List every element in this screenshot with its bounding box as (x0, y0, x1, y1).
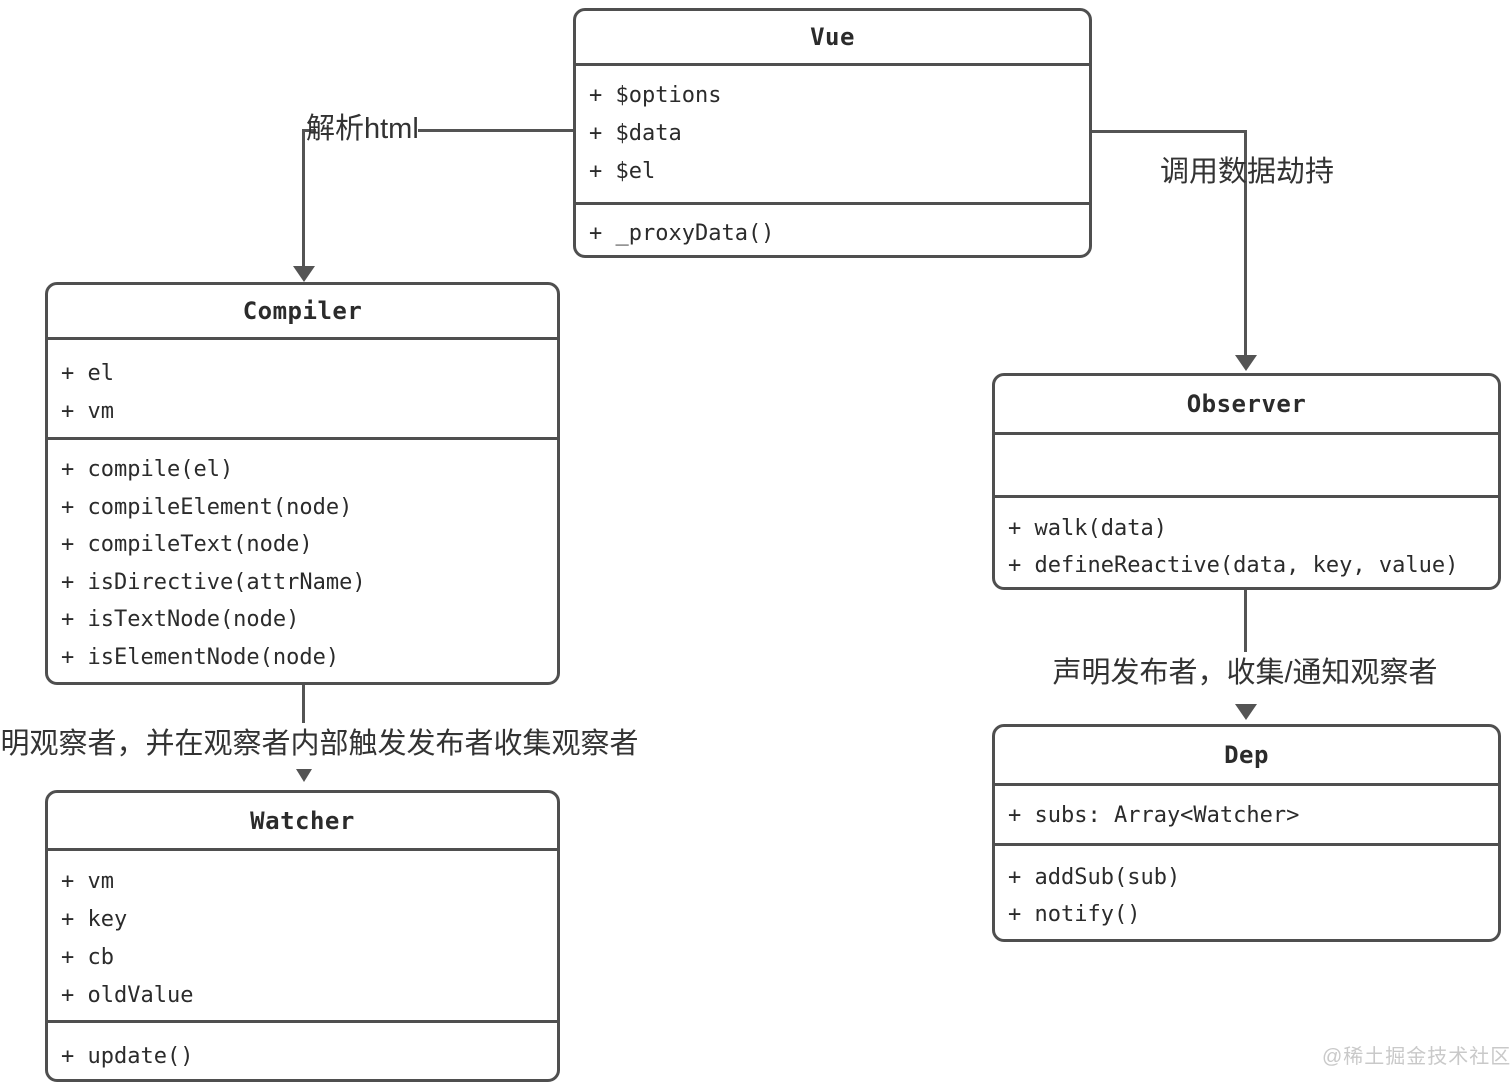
attributes-section: + subs: Array<Watcher> (995, 786, 1498, 846)
edge-label: 声明观察者，并在观察者内部触发发布者收集观察者 (0, 728, 639, 760)
class-attribute: + $el (589, 158, 656, 184)
edge-line (302, 129, 316, 132)
edge-label: 调用数据劫持 (1159, 156, 1335, 188)
class-method: + compileText(node) (61, 532, 313, 558)
arrowhead-down-icon (1235, 355, 1257, 371)
class-attribute: + $options (589, 82, 722, 108)
class-method: + addSub(sub) (1008, 865, 1181, 890)
edge-line (302, 685, 305, 723)
edge-label: 解析html (306, 113, 419, 145)
edge-line (1244, 130, 1247, 356)
class-attribute: + key (61, 906, 128, 932)
class-method: + isElementNode(node) (61, 644, 340, 670)
class-method: + isDirective(attrName) (61, 569, 366, 595)
class-method: + _proxyData() (589, 220, 775, 246)
class-title: Compiler (48, 285, 557, 340)
class-method: + defineReactive(data, key, value) (1008, 553, 1459, 578)
arrowhead-down-icon (1235, 704, 1257, 720)
class-box-dep: Dep + subs: Array<Watcher> + addSub(sub)… (992, 724, 1501, 942)
attributes-section: + el + vm (48, 340, 557, 440)
class-method: + notify() (1008, 902, 1141, 927)
class-title: Observer (995, 376, 1498, 435)
methods-section: + _proxyData() (576, 205, 1089, 252)
methods-section: + compile(el) + compileElement(node) + c… (48, 440, 557, 676)
class-attribute: + vm (61, 868, 114, 894)
class-method: + compile(el) (61, 457, 234, 483)
methods-section: + update() (48, 1023, 557, 1075)
class-attribute: + cb (61, 944, 114, 970)
attributes-section-empty (995, 435, 1498, 498)
methods-section: + walk(data) + defineReactive(data, key,… (995, 498, 1498, 584)
watermark: @稀土掘金技术社区 (1322, 1046, 1512, 1068)
edge-line (1244, 590, 1247, 652)
class-attribute: + el (61, 360, 114, 386)
class-box-compiler: Compiler + el + vm + compile(el) + compi… (45, 282, 560, 685)
class-method: + update() (61, 1043, 194, 1069)
class-method: + walk(data) (1008, 516, 1167, 541)
class-attribute: + subs: Array<Watcher> (1008, 803, 1300, 828)
arrowhead-down-icon (293, 266, 315, 282)
class-title: Vue (576, 11, 1089, 66)
class-method: + isTextNode(node) (61, 607, 300, 633)
methods-section: + addSub(sub) + notify() (995, 846, 1498, 933)
class-box-observer: Observer + walk(data) + defineReactive(d… (992, 373, 1501, 590)
class-box-watcher: Watcher + vm + key + cb + oldValue + upd… (45, 790, 560, 1082)
edge-line (1092, 130, 1247, 133)
class-attribute: + oldValue (61, 982, 194, 1008)
attributes-section: + vm + key + cb + oldValue (48, 851, 557, 1023)
class-method: + compileElement(node) (61, 494, 353, 520)
class-title: Dep (995, 727, 1498, 786)
edge-line (418, 129, 573, 132)
edge-line (302, 129, 305, 267)
edge-label: 声明发布者，收集/通知观察者 (1052, 657, 1438, 689)
class-attribute: + $data (589, 120, 682, 146)
class-title: Watcher (48, 793, 557, 851)
class-attribute: + vm (61, 398, 114, 424)
class-box-vue: Vue + $options + $data + $el + _proxyDat… (573, 8, 1092, 258)
attributes-section: + $options + $data + $el (576, 66, 1089, 205)
arrowhead-down-icon (296, 769, 312, 782)
